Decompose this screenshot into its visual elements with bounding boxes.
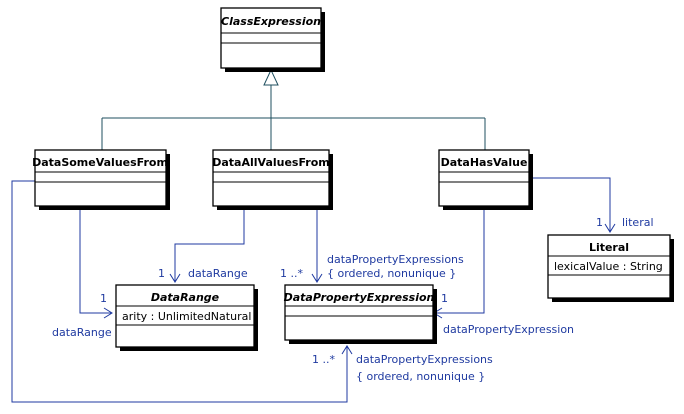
data-property-expression-name: DataPropertyExpression: [284, 291, 435, 304]
class-data-property-expression[interactable]: DataPropertyExpression: [284, 284, 437, 344]
some-values-properties-multiplicity: 1 ..*: [312, 353, 335, 366]
all-values-range-role: dataRange: [188, 267, 248, 280]
data-range-name: DataRange: [151, 291, 220, 304]
some-values-properties-role: dataPropertyExpressions: [356, 353, 493, 366]
literal-role: literal: [622, 216, 654, 229]
some-values-range-role: dataRange: [52, 326, 112, 339]
literal-name: Literal: [589, 241, 629, 254]
association-labels: 1 literal 1 dataRange 1 ..* dataProperty…: [52, 216, 654, 383]
generalization-arrowhead: [263, 68, 279, 86]
generalization-lines: [101, 68, 486, 152]
class-data-has-value[interactable]: DataHasValue: [438, 149, 533, 210]
class-data-all-values-from[interactable]: DataAllValuesFrom: [212, 149, 333, 210]
literal-multiplicity: 1: [596, 216, 603, 229]
class-expression-name: ClassExpression: [221, 15, 321, 28]
class-data-some-values-from[interactable]: DataSomeValuesFrom: [32, 149, 170, 210]
data-range-attribute: arity : UnlimitedNatural: [122, 310, 251, 323]
some-values-properties-constraint: { ordered, nonunique }: [356, 370, 485, 383]
has-value-property-role: dataPropertyExpression: [443, 323, 574, 336]
literal-attribute: lexicalValue : String: [554, 260, 663, 273]
class-literal[interactable]: Literal lexicalValue : String: [547, 234, 674, 302]
data-all-values-from-name: DataAllValuesFrom: [212, 156, 330, 169]
data-some-values-from-name: DataSomeValuesFrom: [32, 156, 168, 169]
class-class-expression[interactable]: ClassExpression: [220, 7, 325, 72]
all-values-range-multiplicity: 1: [158, 267, 165, 280]
all-values-properties-multiplicity: 1 ..*: [280, 267, 303, 280]
class-data-range[interactable]: DataRange arity : UnlimitedNatural: [115, 284, 258, 351]
data-has-value-name: DataHasValue: [441, 156, 528, 169]
has-value-property-multiplicity: 1: [441, 292, 448, 305]
some-values-range-multiplicity: 1: [100, 292, 107, 305]
association-lines: [11, 177, 616, 403]
all-values-properties-role: dataPropertyExpressions: [327, 253, 464, 266]
all-values-properties-constraint: { ordered, nonunique }: [327, 267, 456, 280]
